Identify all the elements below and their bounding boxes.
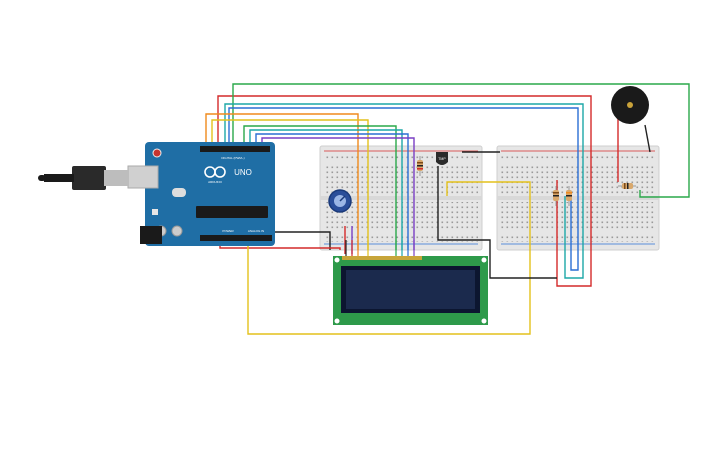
arduino-uno[interactable]: DIGITAL (PWM~) UNO ARDUINO POWER ANALOG … <box>140 142 275 246</box>
breadboard-left[interactable] <box>319 145 483 251</box>
resistor-2[interactable] <box>553 186 559 206</box>
wire-teal-1 <box>224 103 584 279</box>
piezo-buzzer-icon[interactable] <box>611 86 649 124</box>
wire-blue-2 <box>255 133 409 250</box>
arduino-model: UNO <box>234 168 252 177</box>
digital-label: DIGITAL (PWM~) <box>221 156 244 160</box>
lcd-display[interactable] <box>333 256 488 325</box>
wire-green-long <box>232 83 690 198</box>
lcd-pin-wires <box>345 240 415 256</box>
wire-black-2 <box>437 166 557 279</box>
wire-yellow-bottom <box>247 181 531 335</box>
power-label: POWER <box>222 229 234 233</box>
resistor-1[interactable] <box>417 156 423 176</box>
wire-bundle[interactable] <box>205 83 690 335</box>
potentiometer-icon[interactable] <box>328 189 352 213</box>
wire-black-gnd <box>268 231 331 250</box>
wire-red-long <box>217 95 592 287</box>
reset-button[interactable] <box>152 148 162 158</box>
resistor-4[interactable] <box>618 183 636 189</box>
arduino-logo-icon <box>204 166 226 178</box>
temperature-sensor-label: TMP <box>438 157 446 161</box>
wire-black-buzzer <box>644 124 651 153</box>
analog-label: ANALOG IN <box>248 229 264 233</box>
temperature-sensor[interactable]: TMP <box>436 152 448 165</box>
arduino-brand: ARDUINO <box>208 180 223 184</box>
wire-green-2 <box>243 125 397 250</box>
wire-teal-2 <box>249 129 403 250</box>
wire-orange <box>205 113 359 250</box>
usb-cable-icon[interactable] <box>38 165 159 190</box>
resistor-3[interactable] <box>566 186 572 206</box>
wire-yellow-top <box>211 119 369 250</box>
